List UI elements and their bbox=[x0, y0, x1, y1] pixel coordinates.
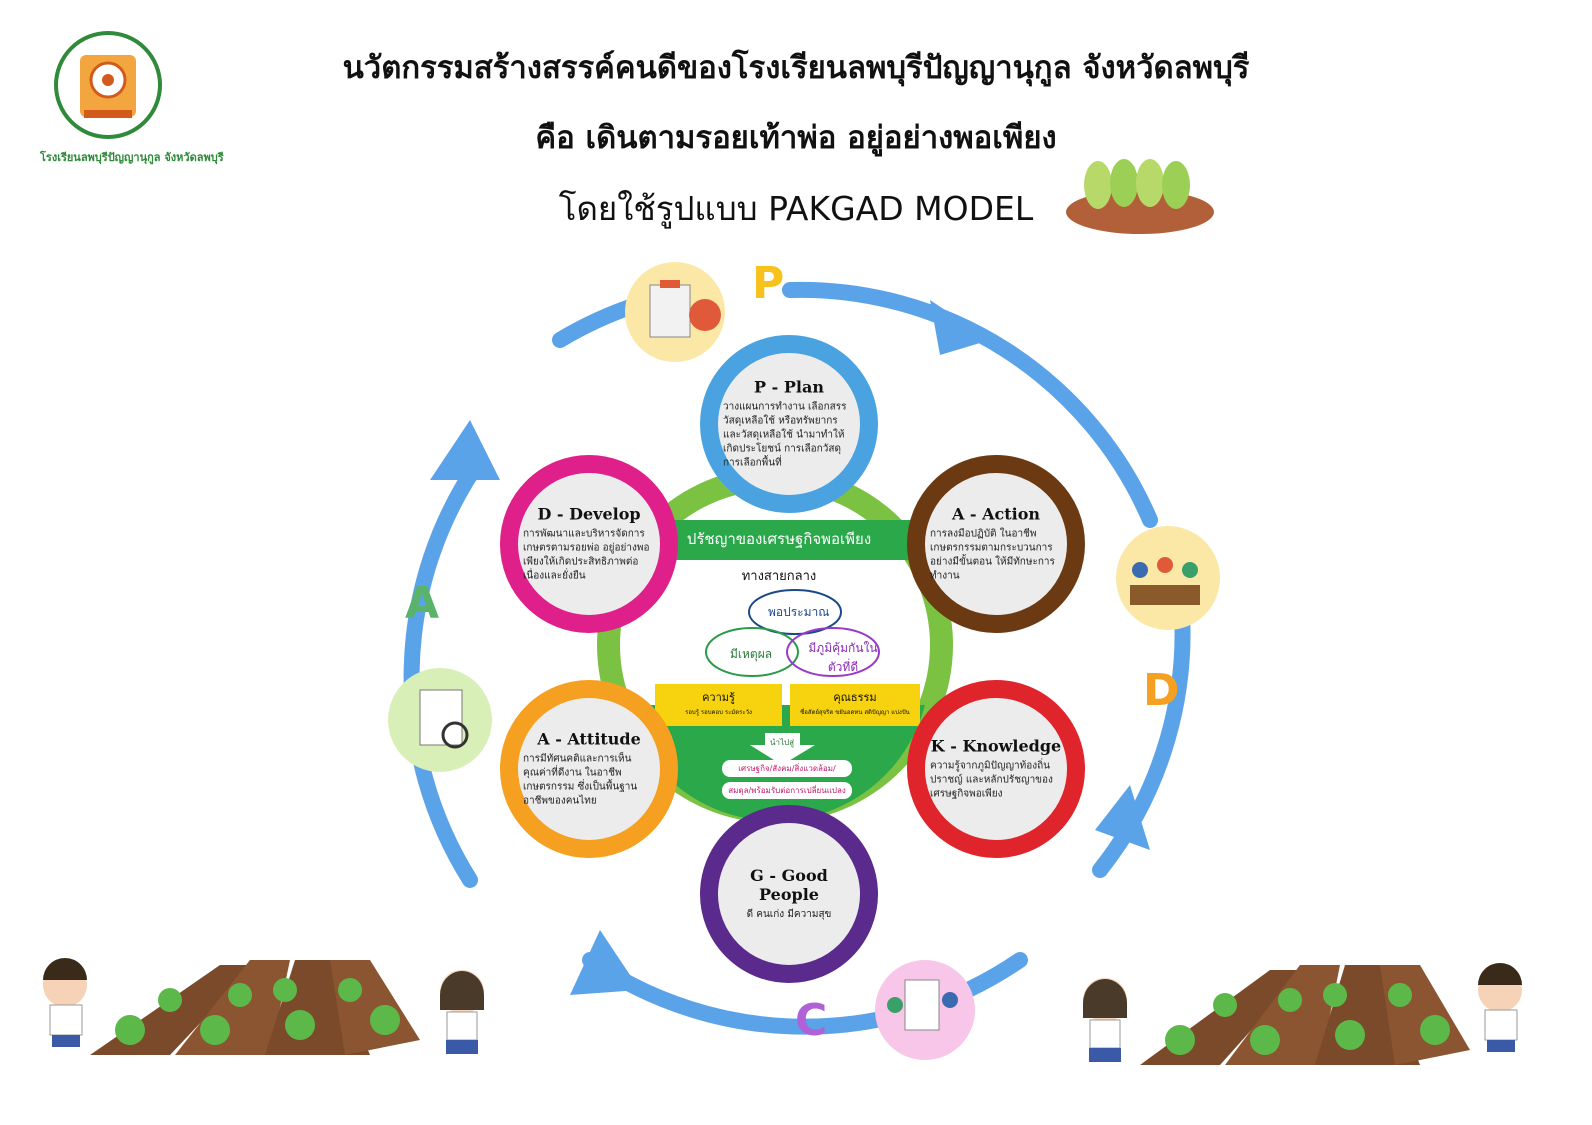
cycle-letter-p: P bbox=[752, 258, 785, 309]
leads-to-label: นำไปสู่ bbox=[770, 738, 794, 747]
petal-knowledge: K - Knowledge ความรู้จากภูมิปัญญาท้องถิ่… bbox=[907, 680, 1085, 858]
badge-analyze bbox=[388, 668, 492, 772]
cycle-letter-a: A bbox=[405, 578, 440, 629]
kid-girl-left bbox=[440, 970, 484, 1054]
petal-develop-title: D - Develop bbox=[537, 504, 641, 524]
petal-plan: P - Plan วางแผนการทำงาน เลือกสรรวัสดุเหล… bbox=[700, 335, 878, 513]
leads-to-arrow bbox=[750, 733, 815, 765]
petal-good-people: G - Good People ดี คนเก่ง มีความสุข bbox=[700, 805, 878, 983]
outcome-pill-2: สมดุล/พร้อมรับต่อการเปลี่ยนแปลง bbox=[722, 782, 852, 799]
petal-action-text: การลงมือปฏิบัติ ในอาชีพเกษตรกรรมตามกระบว… bbox=[930, 528, 1055, 582]
header-line-2: คือ เดินตามรอยเท้าพ่อ อยู่อย่างพอเพียง bbox=[535, 120, 1057, 156]
virtue-box bbox=[790, 684, 920, 726]
badge-plan bbox=[625, 262, 725, 362]
badge-check bbox=[875, 960, 975, 1060]
knowledge-box-title: ความรู้ bbox=[702, 691, 735, 704]
cycle-letter-c: C bbox=[795, 995, 828, 1046]
petal-action: A - Action การลงมือปฏิบัติ ในอาชีพเกษตรก… bbox=[907, 455, 1085, 633]
petal-action-title: A - Action bbox=[951, 504, 1041, 524]
center-title-band bbox=[632, 520, 918, 560]
garden-left bbox=[90, 960, 420, 1055]
cycle-arrowheads bbox=[430, 300, 1150, 995]
kid-girl-right bbox=[1083, 978, 1127, 1062]
middle-way-label: ทางสายกลาง bbox=[741, 569, 817, 584]
knowledge-box-sub: รอบรู้ รอบคอบ ระมัดระวัง bbox=[685, 709, 752, 716]
petal-good-people-text: ดี คนเก่ง มีความสุข bbox=[746, 909, 832, 920]
cabbage-basket bbox=[1066, 159, 1214, 234]
petal-attitude-text: การมีทัศนคติและการเห็นคุณค่าที่ดีงาน ในอ… bbox=[523, 753, 638, 807]
center-title: ปรัชญาของเศรษฐกิจพอเพียง bbox=[686, 530, 872, 548]
cycle-letter-d: D bbox=[1143, 665, 1180, 716]
petal-plan-text: วางแผนการทำงาน เลือกสรรวัสดุเหลือใช้ หรื… bbox=[723, 401, 847, 469]
petal-good-people-title: G - Good People bbox=[750, 866, 828, 904]
venn-moderation bbox=[748, 589, 842, 635]
venn-reason bbox=[705, 627, 799, 677]
venn-label-immunity: มีภูมิคุ้มกันในตัวที่ดี bbox=[808, 641, 878, 674]
outcome-pill-1: เศรษฐกิจ/สังคม/สิ่งแวดล้อม/วัฒนธรรม bbox=[722, 760, 852, 790]
kid-boy-right bbox=[1478, 963, 1522, 1052]
virtue-box-title: คุณธรรม bbox=[833, 691, 877, 704]
petal-attitude-title: A - Attitude bbox=[537, 729, 641, 749]
petal-develop: D - Develop การพัฒนาและบริหารจัดการเกษตร… bbox=[500, 455, 678, 633]
venn-label-reason: มีเหตุผล bbox=[730, 647, 773, 661]
petal-knowledge-title: K - Knowledge bbox=[930, 736, 1062, 756]
petal-develop-text: การพัฒนาและบริหารจัดการเกษตรตามรอยพ่อ อย… bbox=[523, 528, 650, 582]
petal-knowledge-text: ความรู้จากภูมิปัญญาท้องถิ่น ปราชญ์ และหล… bbox=[930, 760, 1053, 800]
school-logo bbox=[54, 31, 162, 139]
petal-attitude: A - Attitude การมีทัศนคติและการเห็นคุณค่… bbox=[500, 680, 678, 858]
garden-right bbox=[1140, 965, 1470, 1065]
virtue-box-sub: ซื่อสัตย์สุจริต ขยันอดทน สติปัญญา แบ่งปั… bbox=[800, 709, 910, 716]
header-line-1: นวัตกรรมสร้างสรรค์คนดีของโรงเรียนลพบุรีป… bbox=[342, 50, 1250, 86]
kid-boy-left bbox=[43, 958, 87, 1047]
header-line-3: โดยใช้รูปแบบ PAKGAD MODEL bbox=[558, 189, 1034, 228]
venn-immunity bbox=[786, 627, 880, 677]
logo-text: โรงเรียนลพบุรีปัญญานุกูล จังหวัดลพบุรี bbox=[40, 151, 224, 164]
venn-label-moderation: พอประมาณ bbox=[768, 605, 830, 619]
knowledge-box bbox=[655, 684, 782, 726]
badge-action bbox=[1116, 526, 1220, 630]
petal-plan-title: P - Plan bbox=[754, 377, 824, 397]
